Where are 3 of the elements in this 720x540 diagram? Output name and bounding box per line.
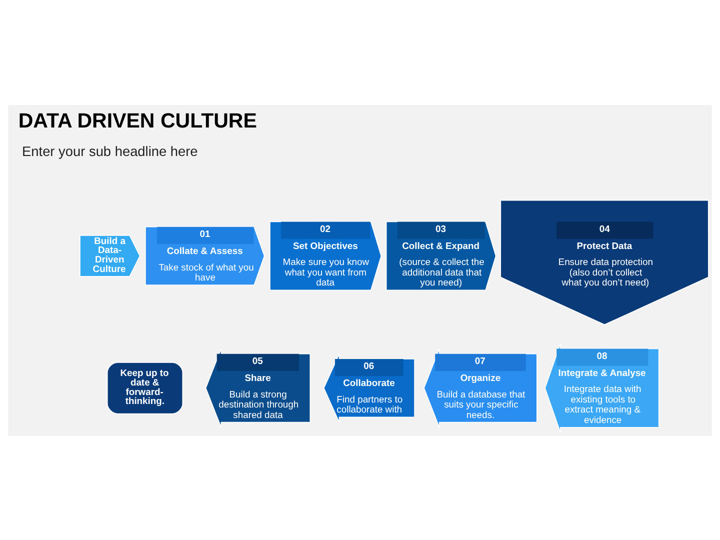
label: Enter your sub headline here (22, 144, 198, 159)
node-box: Keep up to date & forward-thinking. (106, 361, 184, 414)
diagram-title: DATA DRIVEN CULTURE (18, 108, 257, 132)
